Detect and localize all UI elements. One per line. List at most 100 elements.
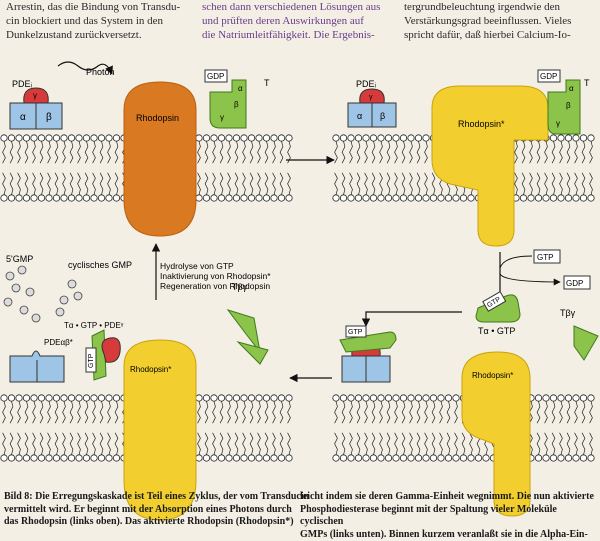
lipid-tail <box>213 173 216 195</box>
lipid-head <box>46 135 52 141</box>
lipid-tail <box>78 433 81 455</box>
gmp-molecule <box>56 308 64 316</box>
lipid-head <box>98 195 104 201</box>
lipid-tail <box>515 141 518 163</box>
lipid-head <box>8 395 14 401</box>
lipid-head <box>271 135 277 141</box>
hydrolysis-line: Regeneration von Rhodopsin <box>160 281 270 291</box>
lipid-head <box>241 135 247 141</box>
hydrolysis-line: Inaktivierung von Rhodopsin* <box>160 271 271 281</box>
lipid-tail <box>590 141 593 163</box>
lipid-tail <box>40 141 43 163</box>
lipid-tail <box>55 141 58 163</box>
lipid-head <box>98 135 104 141</box>
lipid-head <box>430 455 436 461</box>
lipid-tail <box>115 173 118 195</box>
lipid-tail <box>567 173 570 195</box>
lipid-head <box>565 395 571 401</box>
cyclic-gmp-text: cyclisches GMP <box>68 260 132 270</box>
lipid-tail <box>25 173 28 195</box>
lipid-tail <box>350 433 353 455</box>
lipid-head <box>31 455 37 461</box>
beta-label: β <box>46 112 52 123</box>
lipid-tail <box>10 141 13 163</box>
lipid-head <box>286 455 292 461</box>
lipid-tail <box>357 433 360 455</box>
caption-line: GMPs (links unten). Binnen kurzem veranl… <box>300 529 600 541</box>
lipid-head <box>348 195 354 201</box>
lipid-head <box>31 395 37 401</box>
lipid-tail <box>273 141 276 163</box>
lipid-tail <box>243 433 246 455</box>
lipid-tail <box>537 173 540 195</box>
transducin-top-left: GDP α β γ T <box>205 70 270 128</box>
lipid-tail <box>273 173 276 195</box>
lipid-tail <box>33 433 36 455</box>
lipid-tail <box>250 173 253 195</box>
lipid-tail <box>425 141 428 163</box>
lipid-head <box>408 135 414 141</box>
caption-line: das Rhodopsin (links oben). Das aktivier… <box>4 516 309 529</box>
lipid-tail <box>213 141 216 163</box>
lipid-tail <box>205 401 208 423</box>
pde-active-label: PDEαβ* <box>44 338 73 347</box>
lipid-tail <box>243 401 246 423</box>
rhodopsin-active-top-right: Rhodopsin* <box>432 86 548 246</box>
lipid-tail <box>288 433 291 455</box>
lipid-tail <box>537 433 540 455</box>
cyclic-gmp-label: cyclisches GMP <box>68 260 132 270</box>
lipid-head <box>423 455 429 461</box>
lipid-head <box>233 195 239 201</box>
lipid-tail <box>380 433 383 455</box>
cgmp-hydrolysis: 5'GMP cyclisches GMP PDEαβ* Tα • GTP • P… <box>4 254 132 347</box>
lipid-tail <box>590 433 593 455</box>
caption-line: Bild 8: Die Erregungskaskade ist Teil ei… <box>4 491 309 504</box>
lipid-head <box>340 195 346 201</box>
lipid-tail <box>48 433 51 455</box>
gtp-label: GTP <box>537 253 553 262</box>
pde-inactive-top-right: PDEᵢ α β γ <box>348 79 396 127</box>
tbetagamma-shape <box>574 326 598 360</box>
lipid-head <box>113 135 119 141</box>
lipid-tail <box>342 141 345 163</box>
lipid-tail <box>425 433 428 455</box>
transducin-shape <box>548 80 580 134</box>
lipid-head <box>218 135 224 141</box>
lipid-head <box>348 135 354 141</box>
tbetagamma-right: Tβγ <box>560 308 598 360</box>
rhodopsin-label: Rhodopsin <box>136 113 179 123</box>
gmp-molecule <box>20 306 28 314</box>
lipid-tail <box>372 401 375 423</box>
gmp-molecule <box>18 266 26 274</box>
gdp-label: GDP <box>566 279 583 288</box>
lipid-head <box>271 195 277 201</box>
lipid-tail <box>115 141 118 163</box>
lipid-head <box>588 195 594 201</box>
lipid-head <box>46 395 52 401</box>
lipid-tail <box>10 401 13 423</box>
lipid-tail <box>387 401 390 423</box>
lipid-tail <box>93 401 96 423</box>
lipid-tail <box>100 141 103 163</box>
lipid-tail <box>288 401 291 423</box>
lipid-head <box>370 195 376 201</box>
lipid-head <box>286 135 292 141</box>
rhodopsin-active-label: Rhodopsin* <box>130 365 171 374</box>
lipid-tail <box>70 433 73 455</box>
lipid-head <box>378 455 384 461</box>
lipid-tail <box>220 141 223 163</box>
lipid-tail <box>213 433 216 455</box>
lipid-head <box>453 395 459 401</box>
lipid-tail <box>100 433 103 455</box>
lipid-tail <box>228 401 231 423</box>
lipid-head <box>438 195 444 201</box>
lipid-head <box>76 455 82 461</box>
lipid-tail <box>552 141 555 163</box>
lipid-head <box>355 455 361 461</box>
lipid-tail <box>78 141 81 163</box>
pde-beta-subunit <box>366 356 390 382</box>
lipid-tail <box>380 401 383 423</box>
lipid-tail <box>258 433 261 455</box>
lipid-head <box>580 135 586 141</box>
pde-label: PDEᵢ <box>12 79 32 89</box>
